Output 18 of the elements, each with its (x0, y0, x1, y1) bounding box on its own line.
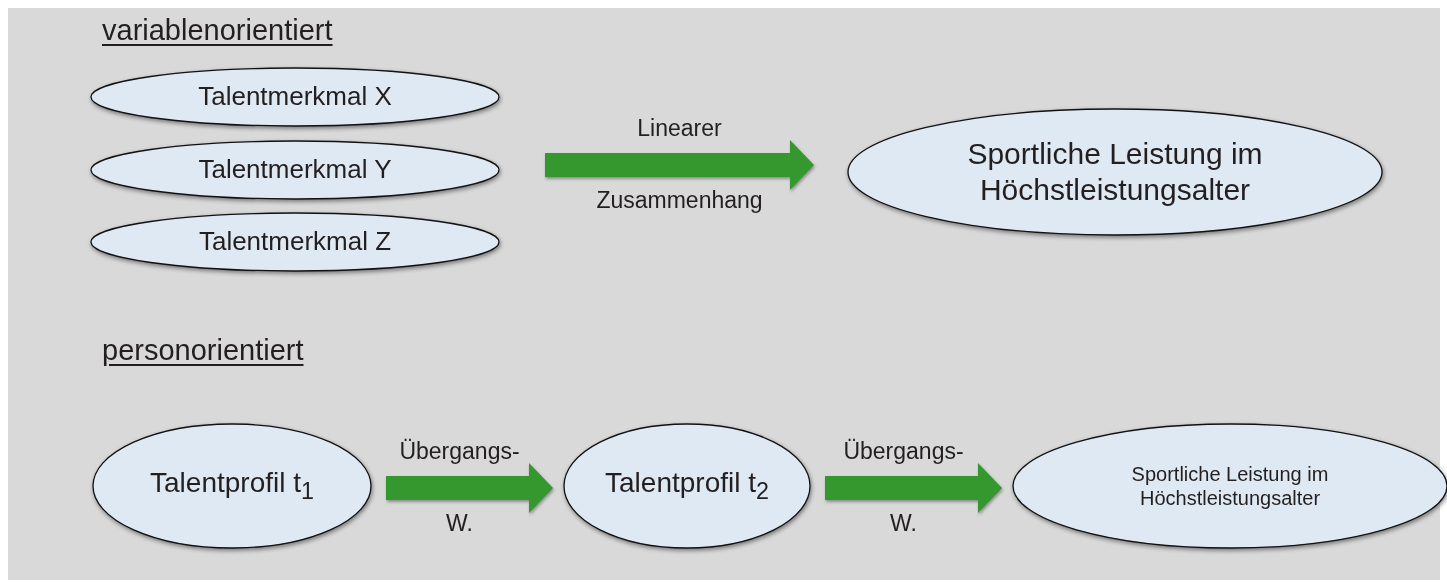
block-arrow (545, 140, 814, 190)
edge-label: W. (890, 510, 917, 537)
edge-label: Zusammenhang (596, 187, 763, 214)
node-text: Talentmerkmal Y (198, 154, 392, 186)
node-text: Talentmerkmal X (198, 81, 392, 113)
block-arrow (386, 463, 553, 513)
node-text: Talentmerkmal Z (198, 226, 392, 258)
edge-label: Übergangs- (843, 438, 964, 465)
node-text: Talentprofil t$_{1}$ (150, 466, 314, 506)
node-text: Sportliche Leistung im Höchstleistungsalter (1130, 462, 1330, 510)
section-heading: personorientiert (102, 334, 304, 367)
edge-label: W. (446, 510, 473, 537)
node-text: Talentprofil t$_{2}$ (605, 466, 769, 506)
edge-label: Linearer (637, 115, 722, 142)
section-heading: variablenorientiert (102, 14, 333, 47)
node-text: Sportliche Leistung im Höchstleistungsalter (966, 136, 1264, 208)
block-arrow (825, 463, 1002, 513)
edge-label: Übergangs- (399, 438, 520, 465)
